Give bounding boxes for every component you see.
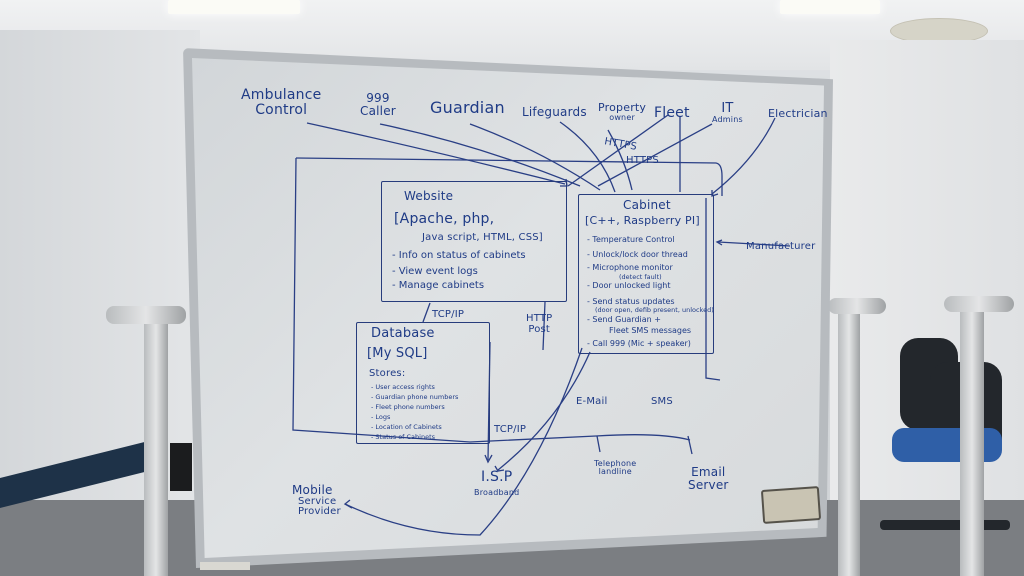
cabinet-tech: [C++, Raspberry PI] bbox=[585, 214, 700, 227]
label-line: Telephone bbox=[594, 459, 637, 468]
label-line: 999 bbox=[366, 91, 390, 105]
database-title: Database bbox=[371, 326, 435, 341]
chair-base bbox=[880, 520, 1010, 530]
marker-tray bbox=[200, 562, 250, 570]
label-line: Server bbox=[688, 477, 729, 492]
label-line: Provider bbox=[298, 506, 341, 518]
second-board-stand bbox=[960, 300, 984, 576]
label-line: Mobile bbox=[292, 483, 333, 497]
protocol-https: HTTPS bbox=[626, 155, 659, 166]
protocol-tcp-ip-isp: TCP/IP bbox=[494, 424, 527, 435]
protocol-sms: SMS bbox=[651, 396, 673, 407]
website-title: Website bbox=[404, 189, 454, 203]
external-isp: I.S.P Broadband bbox=[474, 470, 519, 497]
whiteboard-surface bbox=[192, 58, 824, 558]
label-line: landline bbox=[598, 467, 632, 477]
list-item: - Info on status of cabinets bbox=[392, 250, 526, 261]
label-line: Ambulance bbox=[241, 87, 322, 103]
database-tech: [My SQL] bbox=[367, 346, 428, 361]
label-line: Property bbox=[598, 101, 647, 114]
list-item-note: (door open, defib present, unlocked) bbox=[595, 306, 714, 314]
second-board-clamp bbox=[944, 296, 1014, 312]
protocol-tcp-ip: TCP/IP bbox=[432, 309, 465, 320]
label-line: IT bbox=[721, 101, 734, 116]
list-item: - Unlock/lock door thread bbox=[587, 250, 688, 259]
list-item: - Manage cabinets bbox=[392, 280, 485, 291]
list-item: - Temperature Control bbox=[587, 235, 675, 244]
actor-property-owner: Property owner bbox=[598, 102, 646, 122]
actor-manufacturer: Manufacturer bbox=[746, 241, 816, 252]
cabinet-box: Cabinet [C++, Raspberry PI] - Temperatur… bbox=[578, 194, 714, 354]
label-line: owner bbox=[609, 112, 635, 122]
label-line: Post bbox=[528, 323, 551, 335]
list-item-note: (detect fault) bbox=[619, 273, 662, 281]
board-stand-left bbox=[144, 308, 168, 576]
label-line: Service bbox=[298, 495, 337, 507]
external-email-server: Email Server bbox=[688, 466, 729, 491]
database-box: Database [My SQL] Stores: - User access … bbox=[356, 322, 490, 444]
list-item: - Send status updates bbox=[587, 297, 675, 306]
list-item: - Location of Cabinets bbox=[371, 423, 442, 431]
list-item: - User access rights bbox=[371, 383, 435, 391]
actor-electrician: Electrician bbox=[768, 107, 828, 120]
list-item: - Microphone monitor bbox=[587, 263, 673, 272]
website-tech: Java script, HTML, CSS] bbox=[422, 232, 543, 243]
external-mobile-service-provider: Mobile Service Provider bbox=[292, 484, 341, 518]
actor-999-caller: 999 Caller bbox=[360, 92, 396, 117]
cabinet-title: Cabinet bbox=[623, 198, 671, 212]
protocol-http-post: HTTP Post bbox=[526, 313, 553, 335]
database-stores-label: Stores: bbox=[369, 368, 406, 379]
actor-lifeguards: Lifeguards bbox=[522, 105, 587, 119]
label-line: HTTP bbox=[526, 313, 553, 324]
list-item: - Call 999 (Mic + speaker) bbox=[587, 339, 691, 348]
board-stand-clamp-right bbox=[828, 298, 886, 314]
bin bbox=[170, 443, 192, 491]
label-line: Admins bbox=[712, 114, 743, 124]
actor-guardian: Guardian bbox=[430, 98, 505, 117]
board-stand-right bbox=[838, 300, 860, 576]
board-stand-clamp-left bbox=[106, 306, 186, 324]
website-tech: [Apache, php, bbox=[394, 211, 495, 227]
list-item: - Fleet phone numbers bbox=[371, 403, 445, 411]
ceiling-light bbox=[168, 0, 300, 14]
list-item: - Door unlocked light bbox=[587, 281, 671, 290]
external-telephone-landline: Telephone landline bbox=[594, 459, 637, 477]
list-item: - Logs bbox=[371, 413, 391, 421]
actor-fleet: Fleet bbox=[654, 105, 690, 121]
list-item: Fleet SMS messages bbox=[609, 326, 692, 335]
list-item: - Send Guardian + bbox=[587, 315, 661, 324]
actor-it-admins: IT Admins bbox=[712, 102, 743, 124]
protocol-email: E-Mail bbox=[576, 396, 608, 407]
label-line: Email bbox=[691, 465, 726, 479]
ceiling-light bbox=[780, 0, 880, 14]
label-line: Control bbox=[255, 101, 308, 118]
list-item: - View event logs bbox=[392, 266, 478, 277]
label-line: Broadband bbox=[474, 487, 520, 497]
label-line: Caller bbox=[360, 103, 396, 118]
list-item: - Status of Cabinets bbox=[371, 433, 436, 441]
actor-ambulance-control: Ambulance Control bbox=[241, 88, 321, 117]
list-item: - Guardian phone numbers bbox=[371, 393, 459, 401]
label-line: I.S.P bbox=[481, 469, 513, 485]
website-box: Website [Apache, php, Java script, HTML,… bbox=[381, 181, 567, 302]
